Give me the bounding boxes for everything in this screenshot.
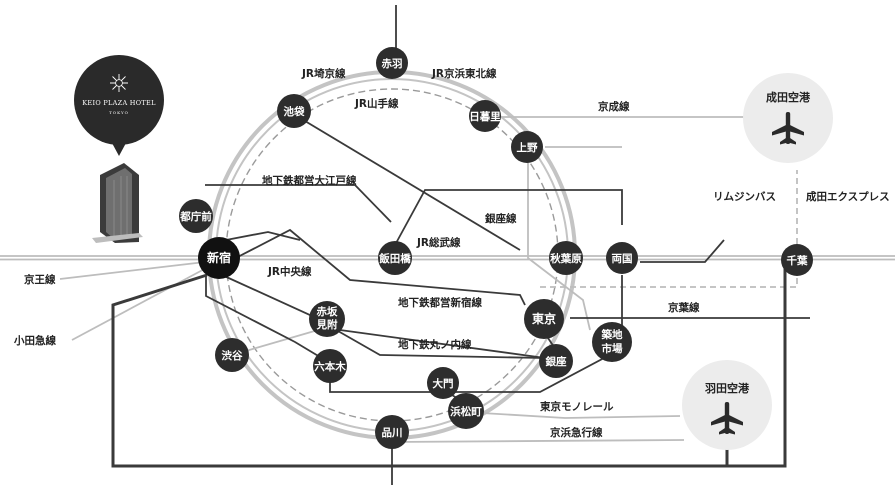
station-chiba[interactable]: 千葉 [781,244,813,276]
line-label-jr-saikyo: JR埼京線 [301,67,346,80]
line-label-jr-chuo: JR中央線 [267,265,312,278]
svg-text:浜松町: 浜松町 [450,405,482,418]
station-akabane[interactable]: 赤羽 [376,47,408,79]
svg-text:赤坂: 赤坂 [317,305,338,318]
svg-text:築地: 築地 [601,328,623,341]
svg-text:品川: 品川 [382,427,403,439]
line-label-narita-express: 成田エクスプレス [806,190,890,203]
svg-text:東京: 東京 [532,311,556,326]
line-label-limousine-bus: リムジンバス [713,191,776,203]
hotel-building-icon [92,163,143,243]
line-label-jr-sobu: JR総武線 [416,236,461,249]
svg-text:両国: 両国 [612,253,633,265]
station-shinjuku[interactable]: 新宿 [198,237,240,279]
airplane-icon [711,402,743,435]
line-label-ginza: 銀座線 [485,212,517,225]
svg-text:上野: 上野 [517,141,538,154]
svg-text:池袋: 池袋 [284,105,305,118]
svg-text:赤羽: 赤羽 [382,57,403,70]
station-akasaka-mitsuke[interactable]: 赤坂 見附 [309,301,345,337]
station-tsukiji[interactable]: 築地 市場 [592,322,632,362]
hotel-logo: KEIO PLAZA HOTEL TOKYO [74,55,164,156]
line-label-marunouchi: 地下鉄丸ノ内線 [398,338,472,351]
svg-text:千葉: 千葉 [787,254,808,267]
line-label-tokyo-monorail: 東京モノレール [540,400,614,413]
station-ikebukuro[interactable]: 池袋 [277,94,311,128]
line-label-keisei: 京成線 [598,100,630,113]
station-shinagawa[interactable]: 品川 [375,415,409,449]
svg-text:秋葉原: 秋葉原 [550,252,582,265]
line-label-keikyu: 京浜急行線 [550,426,603,439]
line-label-toei-shinjuku: 地下鉄都営新宿線 [398,296,482,309]
station-ryogoku[interactable]: 両国 [606,242,638,274]
svg-text:大門: 大門 [433,377,454,390]
line-label-toei-oedo: 地下鉄都営大江戸線 [262,174,357,187]
haneda-airport: 羽田空港 [682,360,772,450]
station-tochomae[interactable]: 都庁前 [179,199,213,233]
station-akihabara[interactable]: 秋葉原 [549,241,583,275]
station-shibuya[interactable]: 渋谷 [215,338,249,372]
svg-text:新宿: 新宿 [207,250,231,265]
station-nippori[interactable]: 日暮里 [469,100,501,132]
station-hamamatsucho[interactable]: 浜松町 [448,393,484,429]
line-label-odakyu: 小田急線 [13,334,56,347]
haneda-airport-label: 羽田空港 [705,381,750,395]
svg-text:渋谷: 渋谷 [222,349,243,362]
light-lines [0,116,895,443]
station-ginza[interactable]: 銀座 [539,344,573,378]
station-ueno[interactable]: 上野 [511,131,543,163]
airplane-icon [772,112,804,145]
narita-airport-label: 成田空港 [766,90,811,104]
svg-text:市場: 市場 [602,342,623,355]
stations: 赤羽 池袋 日暮里 上野 都庁前 新宿 飯田橋 秋葉原 [179,47,813,449]
line-label-jr-keihin-tohoku: JR京浜東北線 [431,67,497,80]
svg-text:飯田橋: 飯田橋 [378,252,411,265]
station-tokyo[interactable]: 東京 [524,299,564,339]
hotel-name: KEIO PLAZA HOTEL [82,99,156,107]
svg-text:銀座: 銀座 [546,355,567,368]
svg-text:都庁前: 都庁前 [179,210,212,223]
station-roppongi[interactable]: 六本木 [313,349,347,383]
line-label-keio: 京王線 [24,273,56,286]
line-labels: JR埼京線 JR京浜東北線 JR山手線 京成線 地下鉄都営大江戸線 銀座線 JR… [13,67,890,439]
hotel-city: TOKYO [109,110,129,115]
svg-text:六本木: 六本木 [314,360,346,373]
svg-text:見附: 見附 [316,318,338,331]
line-label-jr-yamanote: JR山手線 [354,97,399,110]
narita-airport: 成田空港 [743,73,833,163]
svg-text:日暮里: 日暮里 [469,110,501,123]
station-daimon[interactable]: 大門 [427,367,459,399]
line-label-keiyo: 京葉線 [668,301,700,314]
station-iidabashi[interactable]: 飯田橋 [378,241,412,275]
